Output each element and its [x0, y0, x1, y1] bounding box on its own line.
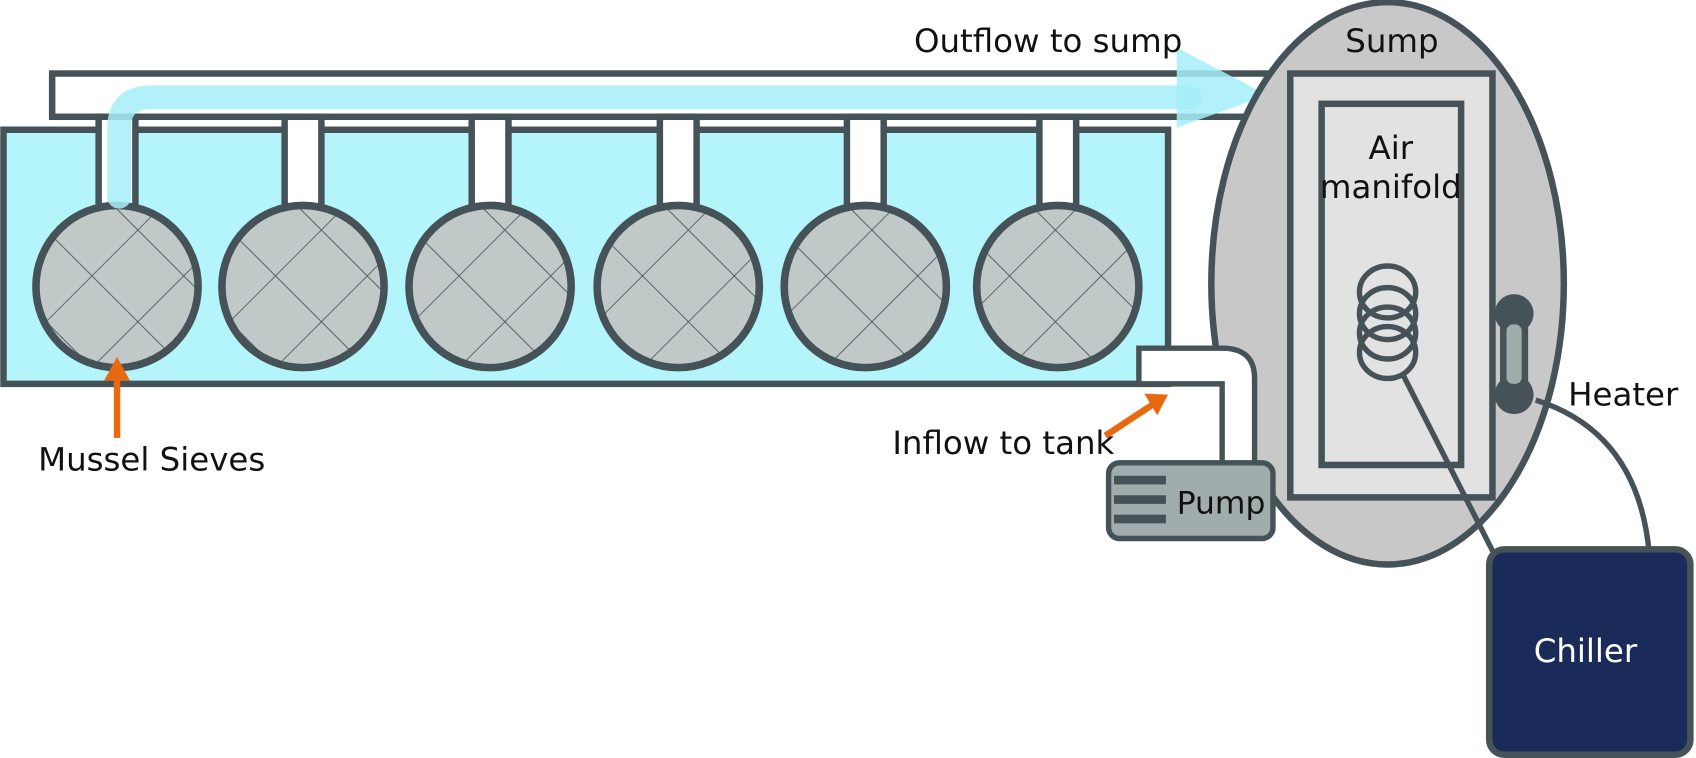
air-manifold	[1318, 100, 1465, 469]
sump-label: Sump	[1345, 22, 1438, 60]
mussel-sieve	[780, 201, 951, 372]
heater-label: Heater	[1568, 375, 1679, 413]
chiller-line	[1401, 375, 1504, 569]
outflow-arrow	[107, 85, 1202, 209]
air-manifold-label-line1: Air	[1369, 129, 1414, 167]
chiller	[1485, 546, 1694, 758]
inflow-label: Inflow to tank	[892, 424, 1114, 462]
riser-pipe	[843, 113, 887, 211]
riser-pipe	[281, 113, 325, 211]
mussel-sieve	[218, 201, 388, 372]
inflow-pipe	[1136, 345, 1258, 470]
mussel-sieve	[593, 201, 764, 372]
air-coil-icon	[1356, 263, 1419, 382]
riser-pipe	[656, 113, 700, 211]
pump-label: Pump	[1177, 486, 1266, 522]
riser-pipe	[468, 113, 512, 211]
outflow-label: Outflow to sump	[914, 22, 1182, 60]
pump-vents-icon	[1114, 475, 1166, 524]
air-manifold-label-line2: manifold	[1320, 168, 1462, 206]
riser-pipe	[1036, 113, 1080, 211]
heater-cable	[1534, 397, 1652, 554]
mussel-sieve	[405, 201, 575, 372]
mussel-sieve	[32, 201, 202, 372]
chiller-label: Chiller	[1534, 632, 1638, 670]
heater-icon	[1494, 294, 1534, 415]
mussel-sieves-label: Mussel Sieves	[38, 440, 265, 478]
outflow-arrowhead	[1176, 47, 1268, 128]
inflow-pointer-arrow	[1103, 393, 1169, 439]
mussel-sieve	[972, 201, 1143, 372]
tank	[0, 126, 1172, 388]
mussel-sieves-pointer-arrow	[104, 356, 131, 438]
